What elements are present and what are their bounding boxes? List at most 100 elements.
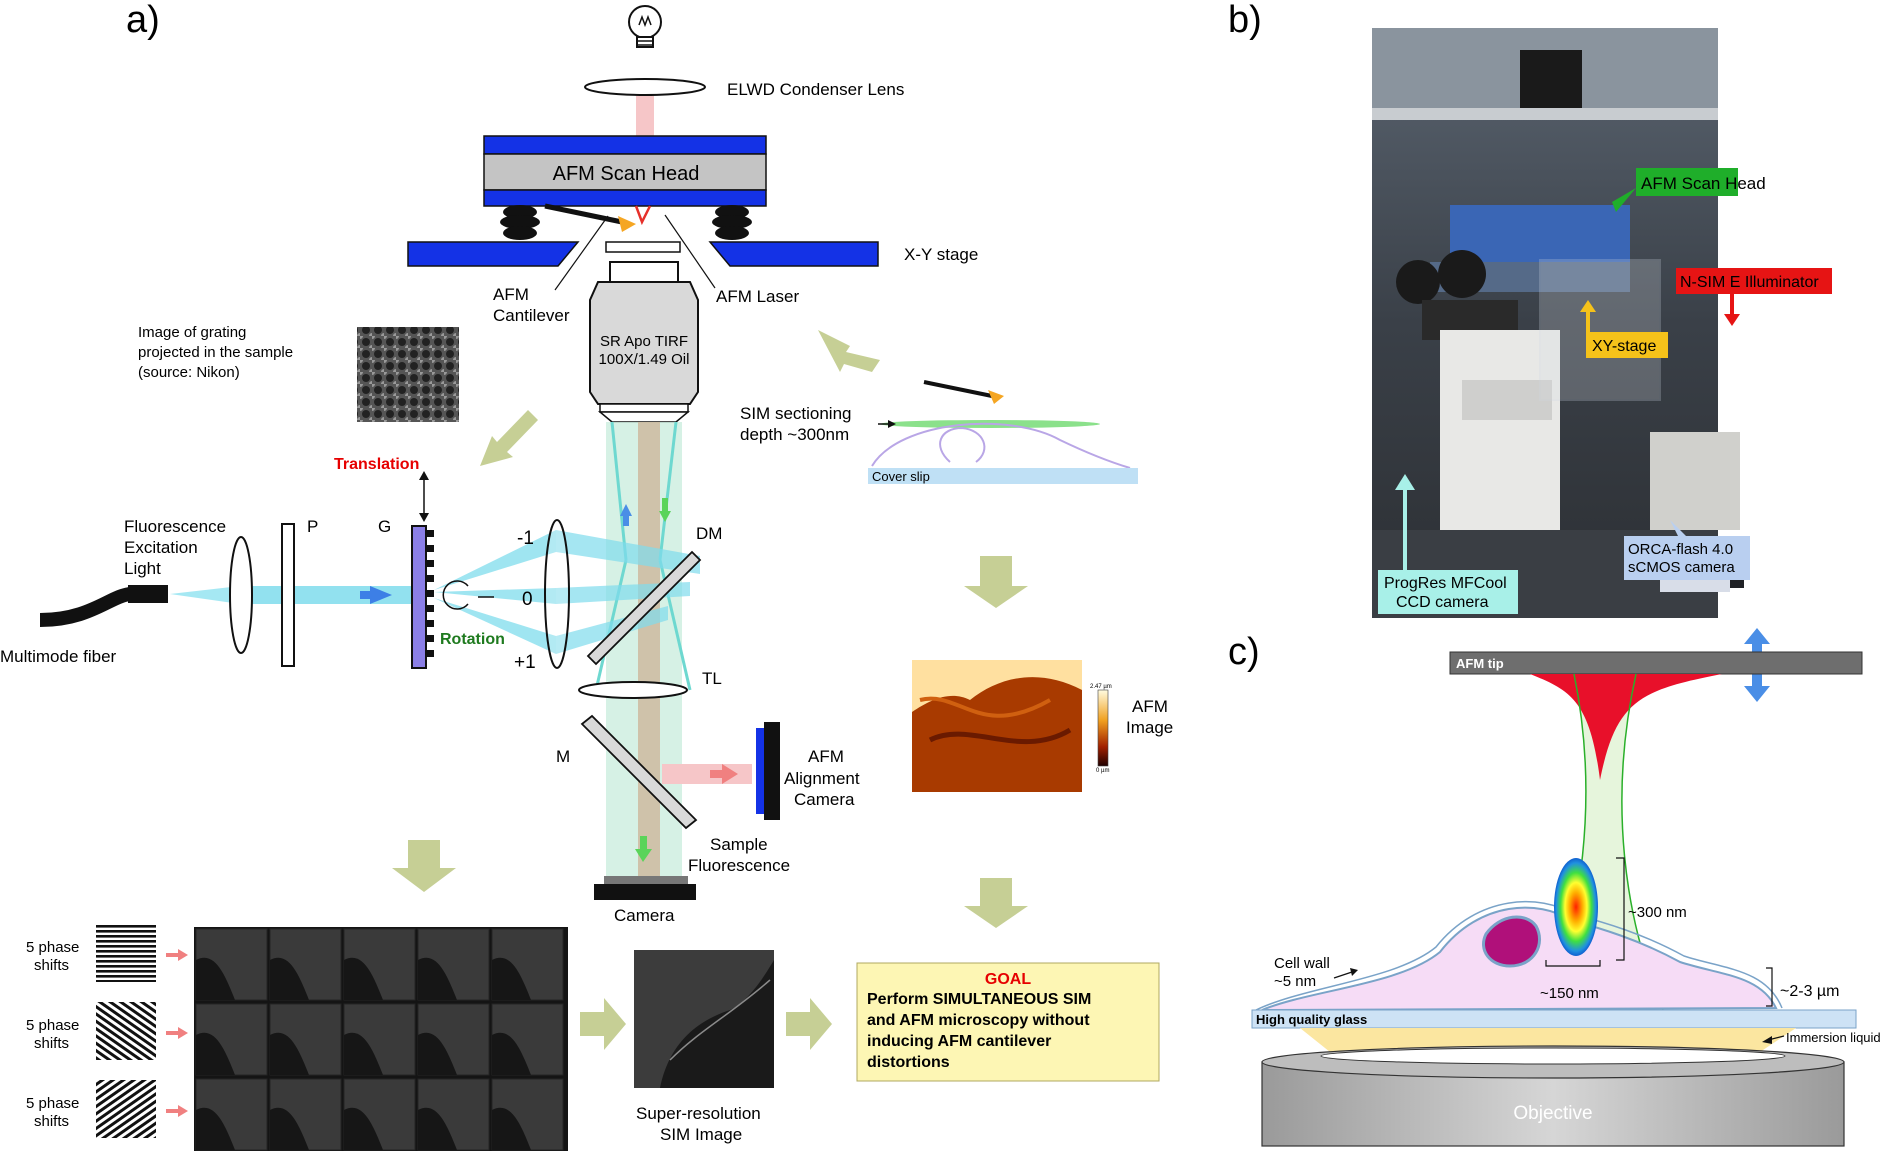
tube-lens	[578, 681, 688, 699]
cover-slip	[868, 468, 1138, 484]
photo-label-scan-head: AFM Scan Head	[1641, 174, 1766, 193]
central-beam	[638, 422, 660, 884]
cantilever-label-2: Cantilever	[493, 306, 570, 325]
relay-lens	[544, 519, 570, 669]
afm-image-label-1: AFM	[1132, 697, 1168, 716]
goal-line-1: Perform SIMULTANEOUS SIM	[867, 991, 1091, 1008]
condenser-lens	[584, 78, 706, 96]
flow-arrow-icon-7	[786, 998, 832, 1050]
grating-teeth	[426, 530, 434, 657]
sim-sectioning-label-1: SIM sectioning	[740, 404, 852, 423]
rotation-label: Rotation	[440, 631, 505, 648]
pattern-arrows	[166, 949, 188, 1117]
illumination-beam	[636, 96, 654, 136]
flow-arrow-icon-4	[964, 878, 1028, 928]
cantilever-label-1: AFM	[493, 285, 529, 304]
grating-image	[357, 327, 459, 422]
orca-pointer-icon	[1670, 520, 1686, 536]
panel-label-b: b)	[1228, 0, 1262, 41]
cell-height-bracket	[1766, 967, 1773, 1007]
translation-label: Translation	[334, 456, 419, 473]
order-minus-label: -1	[517, 528, 534, 549]
light-bulb-icon	[628, 5, 662, 48]
photo-label-orca-1: ORCA-flash 4.0	[1628, 541, 1733, 558]
alignment-arrow-icon	[722, 764, 738, 784]
afm-scale-bottom: 0 µm	[1096, 768, 1109, 774]
afm-image-label-2: Image	[1126, 718, 1173, 737]
phase-label-3a: 5 phase	[26, 1095, 79, 1112]
afm-tip-label: AFM tip	[1456, 656, 1504, 671]
sim-cantilever	[923, 380, 993, 398]
photo-label-orca-2: sCMOS camera	[1628, 559, 1735, 576]
progres-pointer-icon	[1395, 474, 1415, 490]
nucleus	[1482, 915, 1542, 968]
scan-head-pointer-icon	[1612, 188, 1636, 212]
flow-arrow-icon-2	[818, 330, 880, 372]
rotation-arrow-icon	[442, 580, 469, 610]
phase-label-2b: shifts	[34, 1035, 69, 1052]
goal-box	[856, 962, 1160, 1082]
alignment-camera	[764, 722, 780, 820]
mirror	[580, 714, 698, 830]
immersion-liquid	[1300, 1028, 1796, 1052]
pattern-diagonal-1	[96, 1002, 156, 1060]
excitation-label-3: Light	[124, 559, 161, 578]
afm-laser-beam	[634, 205, 652, 226]
tube-lens-label: TL	[702, 669, 722, 688]
alignment-beam	[662, 764, 752, 784]
sr-caption-1: Super-resolution	[636, 1104, 761, 1123]
polarizer	[281, 523, 295, 667]
afm-scale-bar	[1097, 689, 1109, 767]
up-arrow-icon	[623, 514, 629, 526]
dichroic-label: DM	[696, 524, 722, 543]
camera-arrow-icon	[640, 836, 647, 850]
cell-outline	[871, 422, 1131, 469]
phase-label-2a: 5 phase	[26, 1017, 79, 1034]
cell-wall-label-2: ~5 nm	[1274, 973, 1316, 990]
photo-label-scan-head-bg	[1636, 168, 1738, 196]
illuminator-pointer-icon	[1724, 314, 1740, 326]
goal-title: GOAL	[985, 971, 1031, 988]
phase-label-1a: 5 phase	[26, 939, 79, 956]
afm-cantilever	[544, 203, 623, 225]
photo-label-progres-2: CCD camera	[1396, 594, 1489, 611]
scan-head-bottom-plate	[483, 189, 767, 207]
order-zero-label: 0	[522, 589, 533, 610]
scan-head-body	[483, 153, 767, 191]
polarizer-label: P	[307, 517, 318, 536]
camera	[594, 884, 696, 900]
pattern-diagonal-2	[96, 1080, 156, 1138]
photo-label-progres-1: ProgRes MFCool	[1384, 575, 1507, 592]
photo-label-xy-bg	[1586, 332, 1668, 358]
phase-label-1b: shifts	[34, 957, 69, 974]
flow-arrow-icon-5	[392, 840, 456, 892]
photo-label-illuminator-bg	[1676, 268, 1832, 294]
order-zero-beam	[434, 588, 556, 604]
xy-stage-label: X-Y stage	[904, 245, 978, 264]
glass-label: High quality glass	[1256, 1012, 1367, 1027]
panel-label-c: c)	[1228, 631, 1260, 673]
cell-wall-pointer	[1333, 971, 1353, 979]
objective-label-1: SR Apo TIRF	[600, 333, 688, 350]
down-arrow-icon	[662, 498, 668, 512]
xy-pointer-icon	[1580, 300, 1596, 312]
microscope-photo	[1372, 28, 1744, 618]
multimode-fiber	[39, 587, 132, 627]
scan-head-label: AFM Scan Head	[553, 163, 700, 185]
raw-image-grid	[194, 927, 568, 1151]
afm-image	[912, 660, 1082, 792]
sample-slide	[605, 241, 681, 253]
photo-label-progres-bg	[1378, 570, 1518, 614]
collimating-lens	[229, 536, 253, 654]
sample-fluorescence-label-2: Fluorescence	[688, 856, 790, 875]
camera-label: Camera	[614, 906, 675, 925]
photo-label-orca-bg	[1624, 536, 1750, 580]
fiber-label: Multimode fiber	[0, 647, 117, 666]
objective-lens-body	[589, 281, 699, 405]
panel-label-a: a)	[126, 0, 160, 41]
flow-arrow-icon-3	[964, 556, 1028, 608]
cantilever-tip	[618, 216, 636, 232]
objective-label-2: 100X/1.49 Oil	[599, 351, 690, 368]
xy-stage-right	[708, 241, 879, 267]
